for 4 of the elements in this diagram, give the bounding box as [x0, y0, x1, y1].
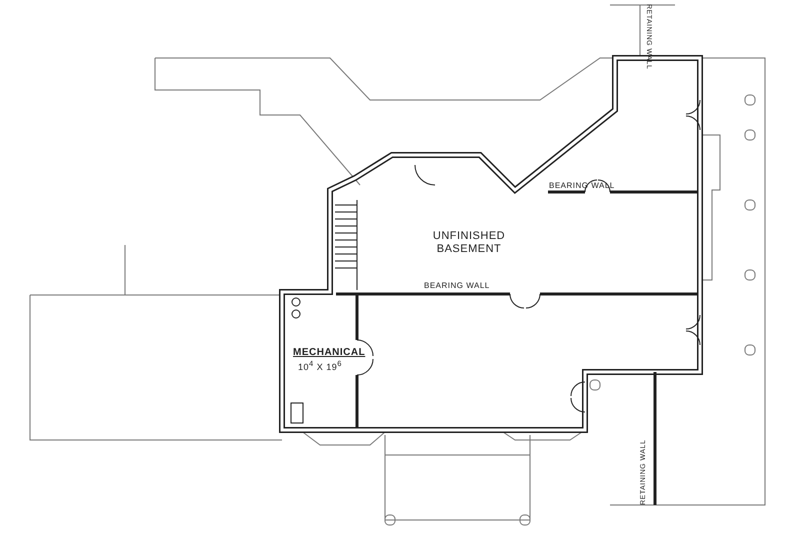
- room-label: UNFINISHED BASEMENT: [432, 230, 506, 256]
- room-dimension: 10$^{4}$ X 19$^{6}$: [298, 360, 342, 372]
- wall-label: BEARING WALL: [424, 281, 490, 290]
- room-label: MECHANICAL: [293, 347, 366, 358]
